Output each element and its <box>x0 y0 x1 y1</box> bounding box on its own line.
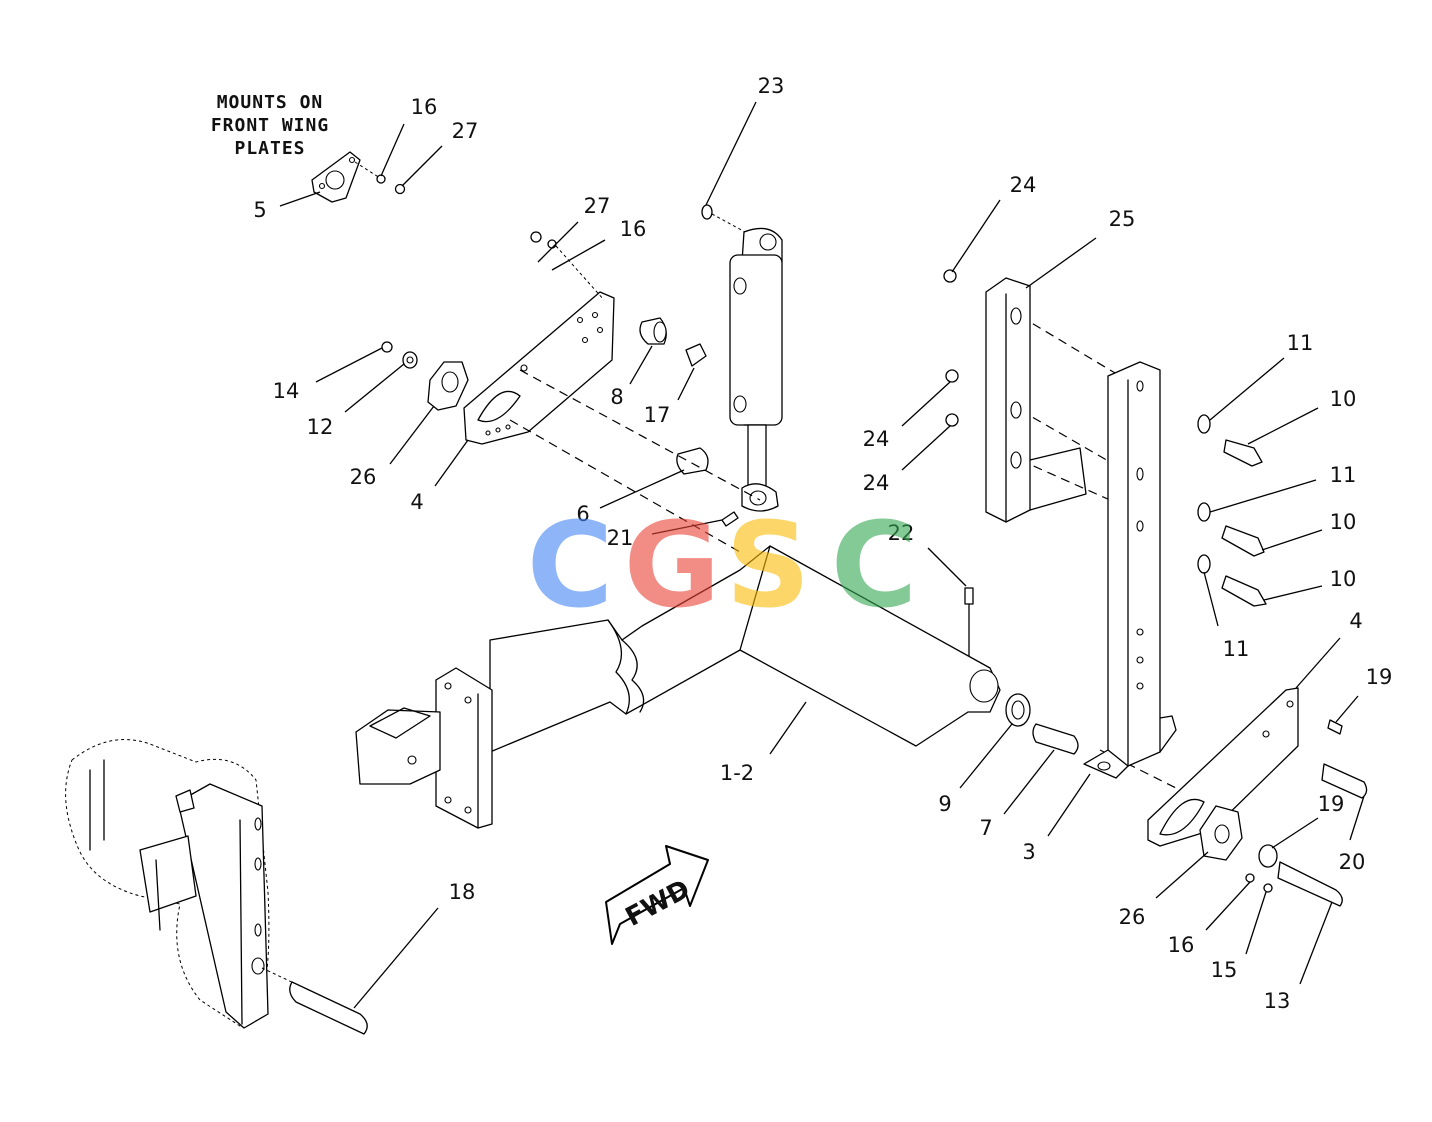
watermark-letter-2: G <box>624 496 721 634</box>
callout-8: 8 <box>610 385 623 409</box>
callout-14: 14 <box>273 379 300 403</box>
callout-21: 21 <box>607 526 634 550</box>
callout-19-top: 19 <box>1366 665 1393 689</box>
note-line-1: MOUNTS ON <box>217 92 324 113</box>
callout-26-left: 26 <box>350 465 377 489</box>
callout-11-top: 11 <box>1287 331 1314 355</box>
callout-24-top: 24 <box>1010 173 1037 197</box>
callout-4-right: 4 <box>1349 609 1362 633</box>
callout-16-top: 16 <box>411 95 438 119</box>
callout-27: 27 <box>584 194 611 218</box>
callout-19-low: 19 <box>1318 792 1345 816</box>
frame-tube <box>355 545 1001 829</box>
callout-15: 15 <box>1211 958 1238 982</box>
callout-6: 6 <box>576 502 589 526</box>
callout-22: 22 <box>888 521 915 545</box>
watermark: C G S C <box>527 496 918 634</box>
callout-9: 9 <box>938 792 951 816</box>
watermark-letter-4: C <box>831 496 918 634</box>
callout-5: 5 <box>253 198 266 222</box>
callout-12: 12 <box>307 415 334 439</box>
callout-27-top: 27 <box>452 119 479 143</box>
callout-10-low: 10 <box>1330 567 1357 591</box>
callout-24-mid: 24 <box>863 427 890 451</box>
callout-16-low: 16 <box>1168 933 1195 957</box>
callout-18: 18 <box>449 880 476 904</box>
callout-10-top: 10 <box>1330 387 1357 411</box>
callout-23: 23 <box>758 74 785 98</box>
callout-25: 25 <box>1109 207 1136 231</box>
callout-10-mid: 10 <box>1330 510 1357 534</box>
callout-labels: 23 16 27 5 27 16 14 12 26 4 8 17 6 21 22… <box>253 74 1392 1013</box>
callout-26-right: 26 <box>1119 905 1146 929</box>
callout-13: 13 <box>1264 989 1291 1013</box>
callout-16: 16 <box>620 217 647 241</box>
watermark-letter-3: S <box>726 496 811 634</box>
callout-17: 17 <box>644 403 671 427</box>
mounting-note: MOUNTS ON FRONT WING PLATES <box>211 92 329 159</box>
bracket-plate-right <box>1005 687 1368 907</box>
note-line-2: FRONT WING <box>211 115 329 136</box>
mounting-plate-small <box>311 151 406 203</box>
leader-lines <box>279 101 1365 1009</box>
callout-3: 3 <box>1022 840 1035 864</box>
hydraulic-cylinder <box>701 204 783 512</box>
detail-view <box>65 739 368 1035</box>
callout-11-mid: 11 <box>1330 463 1357 487</box>
watermark-letter-1: C <box>527 496 614 634</box>
callout-7: 7 <box>979 816 992 840</box>
upright-posts <box>943 269 1267 779</box>
callout-1-2: 1-2 <box>720 761 754 785</box>
callout-24-low: 24 <box>863 471 890 495</box>
bracket-plate-left <box>381 231 974 661</box>
callout-20: 20 <box>1339 850 1366 874</box>
forward-arrow: FWD <box>605 845 709 945</box>
callout-11-low: 11 <box>1223 637 1250 661</box>
callout-4-left: 4 <box>410 490 423 514</box>
note-line-3: PLATES <box>234 138 305 159</box>
